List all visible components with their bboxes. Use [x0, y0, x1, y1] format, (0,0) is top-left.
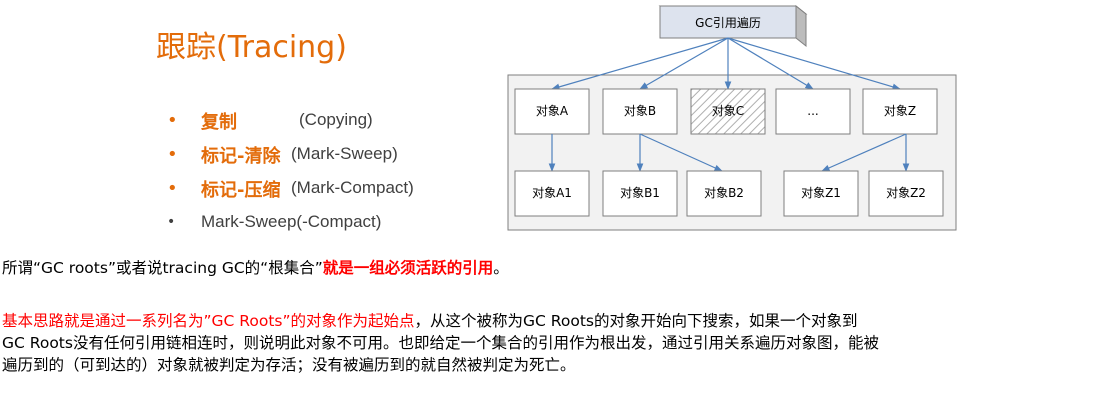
method-cn-label: 复制: [201, 112, 237, 133]
object-label: 对象C: [712, 104, 744, 118]
object-label: 对象Z1: [801, 186, 841, 200]
gc-roots-definition: 所谓“GC roots”或者说tracing GC的“根集合”就是一组必须活跃的…: [2, 257, 509, 279]
object-box-dots: [775, 88, 851, 135]
arrow-b-b2: [639, 133, 723, 172]
arrow-root-dots: [727, 37, 814, 90]
definition-end: 。: [493, 259, 509, 277]
object-box-z2: [868, 170, 944, 217]
method-cn-label: 标记-压缩: [201, 180, 281, 201]
explanation-rest: ，从这个被称为GC Roots的对象开始向下搜索，如果一个对象到: [414, 312, 858, 330]
method-en-label: (Mark-Compact): [291, 178, 414, 197]
explanation-highlight: 基本思路就是通过一系列名为”GC Roots”的对象作为起始点: [2, 312, 415, 330]
object-label: 对象B: [624, 104, 656, 118]
arrow-root-a: [551, 37, 729, 91]
object-label: 对象Z2: [886, 186, 926, 200]
arrow-z-z1: [821, 133, 907, 172]
arrow-root-b: [639, 37, 729, 90]
object-label: 对象B2: [704, 186, 744, 200]
explanation-line-1: 基本思路就是通过一系列名为”GC Roots”的对象作为起始点，从这个被称为GC…: [2, 310, 879, 332]
method-label: Mark-Sweep(-Compact): [201, 212, 382, 231]
object-label: ...: [807, 104, 818, 118]
bullet-icon: •: [167, 110, 178, 131]
tracing-explanation: 基本思路就是通过一系列名为”GC Roots”的对象作为起始点，从这个被称为GC…: [2, 310, 879, 376]
level1-objects: 对象A 对象B 对象C ... 对象Z: [514, 88, 938, 135]
method-en-label: (Copying): [299, 110, 373, 129]
gc-reference-diagram: GC引用遍历 对象A 对象B 对象C ... 对象Z 对象A1 对象B1 对: [507, 4, 957, 231]
root-box: GC引用遍历: [658, 4, 808, 48]
object-label: 对象A1: [532, 186, 572, 200]
bullet-icon: •: [167, 178, 178, 199]
slide-title: 跟踪(Tracing): [156, 30, 347, 65]
object-label: 对象Z: [884, 104, 916, 118]
method-cn-label: 标记-清除: [201, 146, 281, 167]
object-box-b2: [686, 170, 762, 217]
definition-text: 所谓“GC roots”或者说tracing GC的“根集合”: [2, 259, 323, 277]
root-label: GC引用遍历: [695, 16, 761, 30]
level2-objects: 对象A1 对象B1 对象B2 对象Z1 对象Z2: [514, 170, 944, 217]
bullet-icon: •: [167, 214, 176, 230]
object-label: 对象A: [536, 104, 569, 118]
object-box-c-unreachable: [690, 88, 766, 135]
object-box-b1: [602, 170, 678, 217]
object-box-z1: [783, 170, 859, 217]
bullet-icon: •: [167, 144, 178, 165]
explanation-line-2: GC Roots没有任何引用链相连时，则说明此对象不可用。也即给定一个集合的引用…: [2, 334, 879, 352]
method-en-label: (Mark-Sweep): [291, 144, 398, 163]
definition-highlight: 就是一组必须活跃的引用: [322, 259, 494, 277]
object-box-z: [862, 88, 938, 135]
object-label: 对象B1: [620, 186, 660, 200]
arrow-root-z: [727, 37, 901, 91]
object-box-a1: [514, 170, 590, 217]
explanation-line-3: 遍历到的（可到达的）对象就被判定为存活；没有被遍历到的就自然被判定为死亡。: [2, 356, 576, 374]
